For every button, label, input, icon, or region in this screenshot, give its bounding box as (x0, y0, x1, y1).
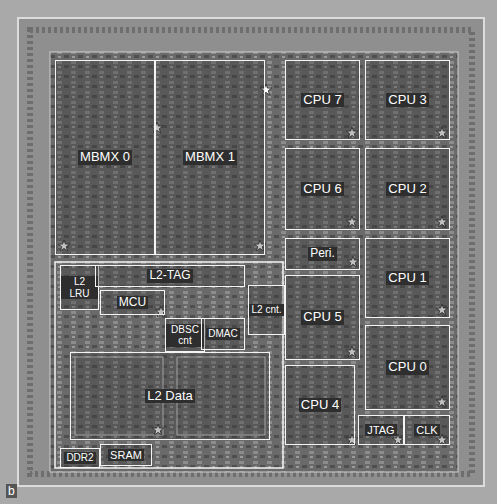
floorplan-block: L2 Data (70, 352, 270, 440)
block-label: MCU (117, 296, 148, 310)
floorplan-block: MBMX 1 (155, 60, 265, 255)
floorplan-block: CPU 3 (365, 60, 450, 140)
block-label: CPU 6 (301, 182, 343, 197)
floorplan-block: CPU 6 (285, 148, 360, 230)
floorplan-block: DBSC cnt (165, 318, 205, 352)
floorplan-block: JTAG (358, 415, 404, 445)
floorplan-block: CPU 0 (365, 325, 450, 410)
block-label: CPU 5 (301, 310, 343, 325)
floorplan-block: DMAC (201, 318, 245, 350)
block-label: DBSC cnt (166, 324, 204, 347)
floorplan-block: MBMX 0 (55, 60, 155, 255)
block-label: MBMX 1 (183, 150, 237, 165)
block-label: CPU 4 (299, 398, 341, 413)
block-label: DMAC (206, 328, 239, 340)
block-label: L2 cnt. (249, 304, 283, 316)
block-label: DDR2 (64, 452, 95, 464)
block-label: L2 LRU (61, 276, 98, 299)
block-label: CPU 7 (301, 93, 343, 108)
block-label: CPU 1 (386, 271, 428, 286)
floorplan-block: DDR2 (60, 448, 100, 468)
block-label: CPU 3 (386, 93, 428, 108)
floorplan-block: L2 LRU (60, 265, 99, 310)
block-label: MBMX 0 (78, 150, 132, 165)
pad-ring (30, 30, 472, 474)
floorplan-block: MCU (100, 290, 165, 315)
block-label: CLK (414, 424, 439, 437)
floorplan-block: CPU 4 (285, 365, 355, 445)
block-label: SRAM (108, 449, 144, 462)
floorplan-block: CPU 1 (365, 238, 450, 318)
floorplan-block: CPU 7 (285, 60, 360, 140)
core-area (50, 52, 458, 472)
block-label: CPU 2 (386, 182, 428, 197)
floorplan-block: CPU 2 (365, 148, 450, 230)
floorplan-block: L2 cnt. (248, 285, 285, 335)
block-label: JTAG (365, 424, 396, 437)
floorplan-block: L2-TAG (95, 265, 245, 287)
floorplan-block: SRAM (100, 444, 152, 466)
block-label: CPU 0 (386, 360, 428, 375)
block-label: Peri. (308, 247, 337, 261)
floorplan-block: CPU 5 (285, 275, 360, 360)
floorplan-block: CLK (404, 415, 450, 445)
block-label: L2 Data (145, 389, 195, 404)
block-label: L2-TAG (147, 269, 192, 283)
figure-letter: b (6, 484, 17, 498)
floorplan-block: Peri. (285, 238, 360, 270)
die-edge (18, 18, 484, 486)
